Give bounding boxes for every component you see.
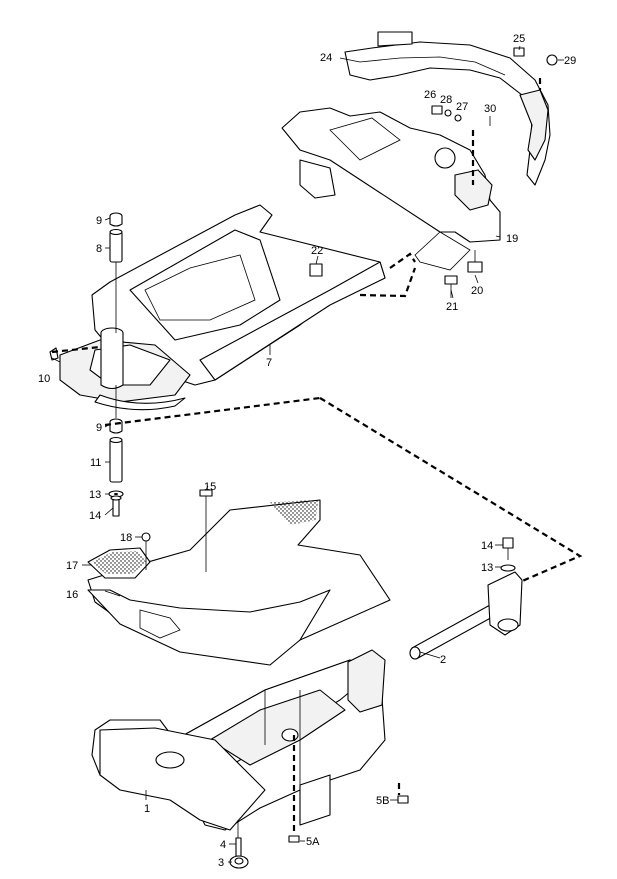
spacer-8 (109, 228, 123, 263)
callout-20: 20 (471, 285, 483, 297)
callout-25: 25 (513, 33, 525, 45)
callout-9b: 9 (96, 422, 102, 434)
callout-18: 18 (120, 532, 132, 544)
callout-11: 11 (90, 457, 101, 469)
callout-13a: 13 (89, 489, 101, 501)
spacer-11 (109, 436, 123, 483)
callout-4: 4 (220, 839, 226, 851)
assembly-lines (51, 78, 583, 838)
callout-5b: 5B (376, 795, 389, 807)
screw-15 (199, 489, 213, 572)
callout-30: 30 (484, 103, 496, 115)
callout-7: 7 (266, 357, 272, 369)
callout-22: 22 (311, 245, 323, 257)
main-chassis (91, 649, 386, 831)
bushing-3 (229, 855, 249, 869)
bolt-9-mid (109, 418, 123, 434)
callout-14b: 14 (481, 540, 493, 552)
rear-mount-plate (281, 107, 501, 271)
floor-plate (87, 499, 391, 666)
clip-10 (49, 347, 59, 361)
screw-18 (141, 532, 151, 570)
bolt-5b (397, 795, 409, 804)
rear-fender (344, 31, 551, 186)
callout-27: 27 (456, 101, 468, 113)
rear-axle (409, 571, 523, 660)
foot-mat-17 (87, 547, 151, 579)
callout-15: 15 (204, 481, 216, 493)
nut-22 (309, 263, 323, 277)
bolt-20 (467, 250, 483, 273)
callout-10: 10 (38, 373, 50, 385)
callout-16: 16 (66, 589, 78, 601)
bolt-14-axle (502, 537, 514, 560)
callout-5a: 5A (306, 836, 320, 848)
callout-labels: 1 2 3 4 5A 5B 7 8 9 9 10 11 13 13 14 14 … (38, 33, 576, 869)
bolts-25-30 (431, 47, 558, 126)
callout-13b: 13 (481, 562, 493, 574)
callout-14a: 14 (89, 510, 101, 522)
callout-21: 21 (446, 301, 458, 313)
callout-29: 29 (564, 55, 576, 67)
bolt-14 (110, 495, 122, 517)
pin-4 (235, 837, 242, 857)
callout-3: 3 (218, 857, 224, 869)
callout-19: 19 (506, 233, 518, 245)
washer-13-axle (500, 564, 516, 572)
callout-8: 8 (96, 243, 102, 255)
callout-1: 1 (144, 803, 150, 815)
upper-frame (59, 204, 386, 411)
callout-2: 2 (440, 654, 446, 666)
callout-26: 26 (424, 89, 436, 101)
bolt-21 (444, 275, 458, 298)
callout-17: 17 (66, 560, 78, 572)
bolt-9-top (109, 212, 123, 227)
callout-24: 24 (320, 52, 332, 64)
leader-lines (51, 45, 564, 863)
bolt-5a (288, 835, 300, 843)
callout-9a: 9 (96, 215, 102, 227)
callout-28: 28 (440, 94, 452, 106)
